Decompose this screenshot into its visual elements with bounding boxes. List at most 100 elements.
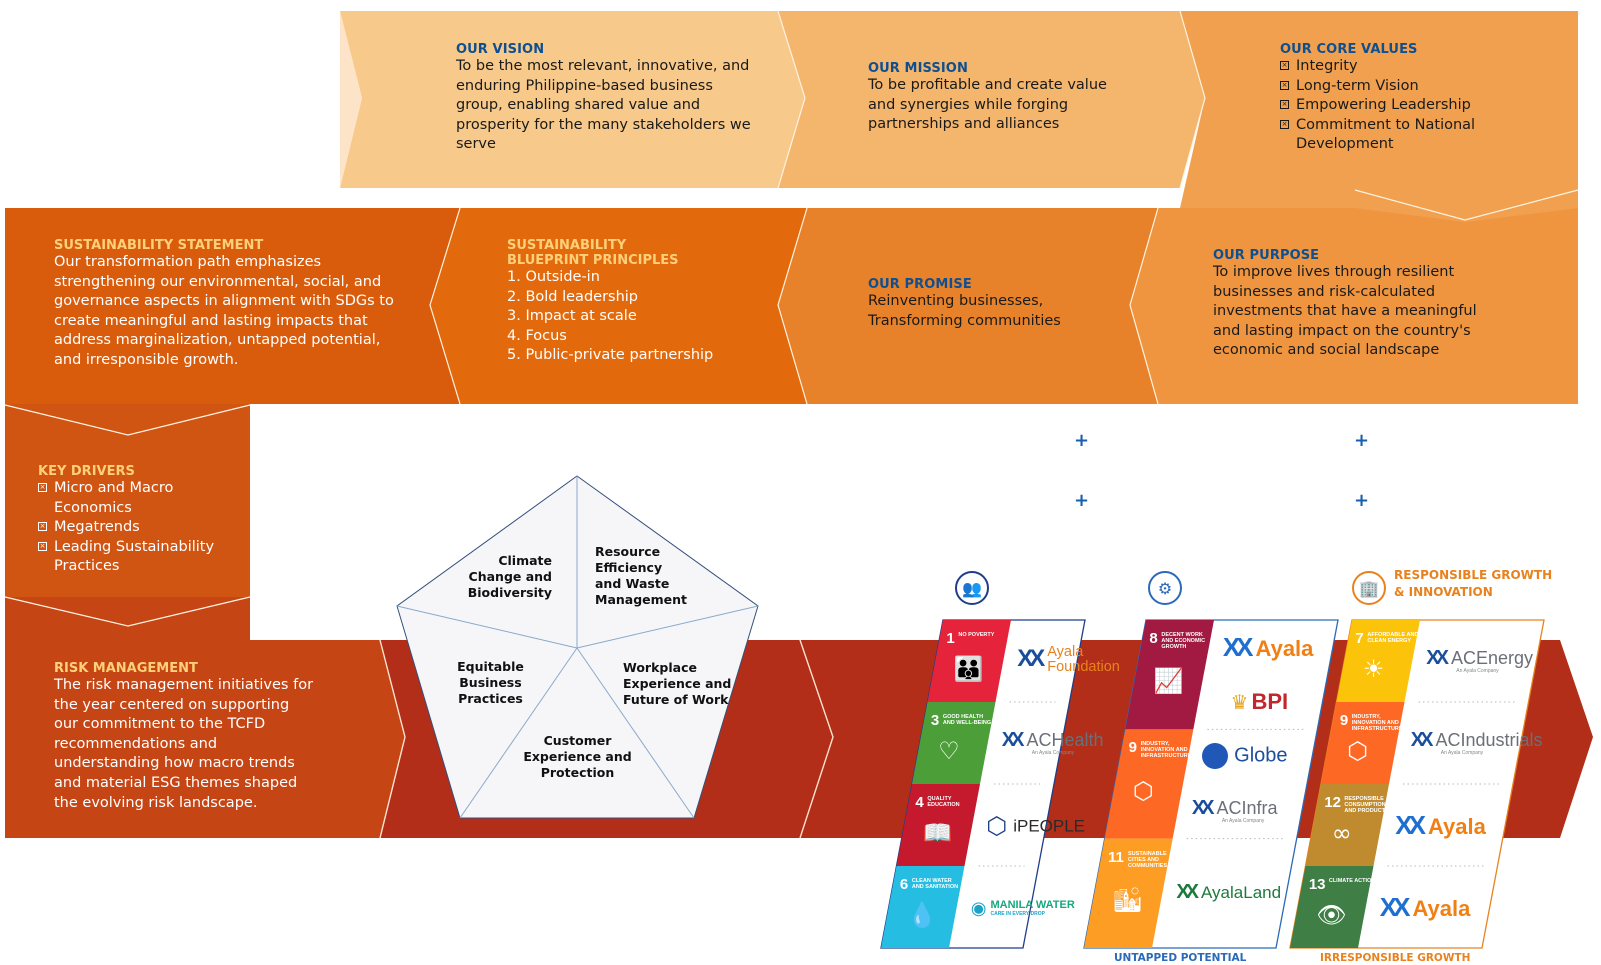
key-driver-item: ×Leading Sustainability Practices [38,538,243,577]
plus-marker: + [1354,430,1370,451]
sdg-tile [912,702,996,784]
mission-section: OUR MISSION To be profitable and create … [868,61,1138,135]
sdg-number: 3 [930,712,940,729]
ipeople-hexagon-icon: ⬡ [986,813,1008,840]
plus-marker: + [1074,430,1090,451]
blueprint-title-line2: BLUEPRINT PRINCIPLES [507,253,679,268]
vision-left-tip [340,11,362,188]
sdg-tile [881,866,965,948]
key-drivers-list: × Micro and Macro Economics×Megatrends×Le… [38,479,243,577]
company-tagline: An Ayala Company [1440,750,1484,756]
risk-management-title: RISK MANAGEMENT [54,661,198,676]
purpose-text: To improve lives through resilient busin… [1213,264,1477,359]
sdg-pictogram-icon: ☀ [1362,654,1385,683]
sdg-pictogram-icon: 🏙 [1112,885,1143,914]
company-name: iPEOPLE [1013,816,1086,836]
checkbox-bullet-icon: × [1280,80,1289,90]
checkbox-bullet-icon: × [38,483,47,492]
theme-equitable-business: Equitable Business Practices [457,659,524,706]
principle-item: 2. Bold leadership [507,288,639,305]
purpose-title: OUR PURPOSE [1213,248,1320,263]
sdg-tile [1321,702,1405,784]
blueprint-title-line1: SUSTAINABILITY [507,238,627,253]
sdg-tile [1125,620,1214,730]
promise-title: OUR PROMISE [868,277,972,292]
core-values-arrow [1355,190,1578,222]
key-drivers-title: KEY DRIVERS [38,464,135,479]
sustainability-statement-title: SUSTAINABILITY STATEMENT [54,238,264,253]
key-drivers-section: KEY DRIVERS × Micro and Macro Economics×M… [38,464,243,577]
ayala-mark-icon: XX [1222,632,1254,663]
purpose-section: OUR PURPOSE To improve lives through res… [1213,248,1503,361]
key-driver-item: × Micro and Macro Economics [38,479,243,518]
sdg-tile [896,784,980,866]
sdg-title: Responsible Consumption and Production [1344,796,1395,814]
core-value-item-label: Long-term Vision [1296,77,1419,94]
people-group-icon: 👥 [955,571,989,605]
sdg-title: Decent Work and Economic Growth [1161,632,1206,650]
company-name: ACIndustrials [1435,730,1543,750]
plus-marker: + [1074,490,1090,511]
core-values-band [1180,11,1578,208]
pillar-footer-label: IRRESPONSIBLE GROWTH [1320,952,1471,964]
building-leaf-icon: 🏢 [1352,571,1386,605]
principle-item: 3. Impact at scale [507,308,637,325]
checkbox-bullet-icon: × [1280,61,1289,70]
company-name: Ayala [1427,814,1486,839]
sdg-title: Affordable and Clean Energy [1367,632,1419,644]
sdg-number: 9 [1128,739,1138,757]
company-name: AyalaLand [1201,883,1282,903]
checkbox-bullet-icon: × [1280,119,1289,129]
blueprint-principles-section: SUSTAINABILITY BLUEPRINT PRINCIPLES 1. O… [507,238,747,366]
sdg-title: Clean Water and Sanitation [911,878,959,890]
core-values-section: OUR CORE VALUES ×Integrity×Long-term Vis… [1280,42,1510,155]
mission-text: To be profitable and create value and sy… [868,77,1107,133]
principle-item: 4. Focus [507,327,567,344]
promise-line1: Reinventing businesses, [868,293,1044,309]
sdg-title: Industry, Innovation and Infrastructure [1140,741,1192,760]
core-value-item-label: Commitment to National Development [1296,116,1476,153]
ayala-mark-icon: XX [1395,810,1426,840]
sdg-title: Good Health and Well-Being [942,714,992,726]
sdg-pictogram-icon: 📈 [1153,667,1184,696]
key-driver-item: ×Megatrends [38,518,243,538]
sdg-title: Climate Action [1328,878,1376,884]
theme-climate-change: Climate Change and Biodiversity [467,553,552,600]
bpi-crest-icon: ♛ [1230,692,1249,714]
key-driver-item-label: Micro and Macro Economics [54,480,174,516]
core-values-title: OUR CORE VALUES [1280,42,1418,57]
mission-band [778,11,1205,188]
company-name: BPI [1251,689,1289,714]
ac-mark-icon: XX [1191,797,1215,820]
company-name: Globe [1234,744,1288,767]
core-value-item: × Commitment to National Development [1280,116,1510,155]
sdg-pictogram-icon: 👪 [953,654,984,683]
risk-band [5,597,405,838]
sdg-number: 7 [1355,630,1364,647]
gear-clock-icon: ⚙ [1148,571,1182,605]
statement-band [5,208,460,404]
core-values-list: ×Integrity×Long-term Vision×Empowering L… [1280,57,1510,155]
sdg-title: Sustainable Cities and Communities [1128,850,1168,869]
sdg-number: 4 [915,794,924,811]
key-drivers-band [5,404,250,597]
sdg-pictogram-icon: ∞ [1331,818,1352,847]
theme-resource-efficiency: Resource Efficiency and Waste Management [595,544,688,607]
key-driver-item-label: Leading Sustainability Practices [54,538,215,575]
sustainability-statement-text: Our transformation path emphasizes stren… [54,254,394,368]
principles-band [430,208,807,404]
company-name: Ayala [1255,636,1314,662]
principle-item: 1. Outside-in [507,269,600,285]
core-value-item: ×Integrity [1280,57,1510,77]
company-tagline: CARE IN EVERY DROP [990,911,1045,917]
theme-customer-experience: Customer Experience and Protection [523,733,632,780]
sdg-tile [1290,866,1374,948]
company-name: MANILA WATER [990,899,1075,911]
